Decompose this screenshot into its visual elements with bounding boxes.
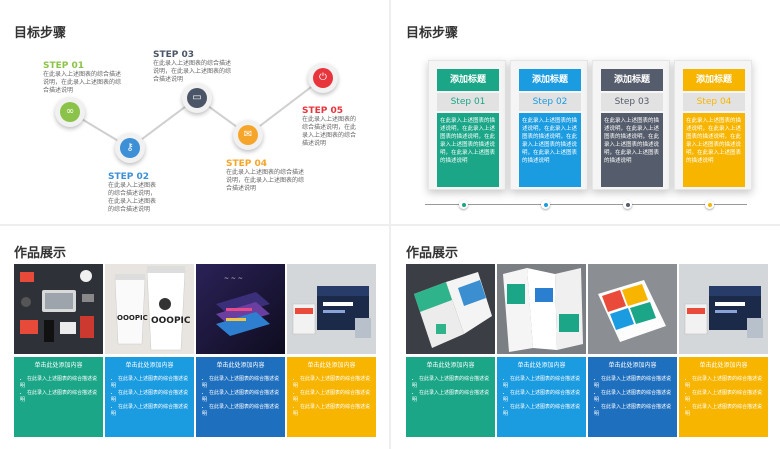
caption-body-04: 在此录入上述图表的综合描述说明 在此录入上述图表的综合描述说明 在此录入上述图表…: [287, 372, 376, 437]
caption-bullet: 在此录入上述图表的综合描述说明: [202, 376, 279, 390]
card-step: Step 03: [601, 93, 663, 111]
step-card-03[interactable]: 添加标题 Step 03 在此录入上述图表的描述说明，在此录入上述图表的描述说明…: [592, 60, 670, 190]
panel1-title: 目标步骤: [14, 26, 67, 41]
card-header: 添加标题: [519, 69, 581, 91]
caption-bullet: 在此录入上述图表的综合描述说明: [20, 390, 97, 404]
step-04-label: STEP 04: [226, 159, 268, 169]
caption-bullet: 在此录入上述图表的综合描述说明: [685, 390, 762, 404]
power-icon: ⏻: [313, 68, 333, 88]
timeline-dot-02: [541, 200, 550, 209]
card-step: Step 02: [519, 93, 581, 111]
step-03-desc: 在此录入上述图表的综合描述说明，在此录入上述图表的综合描述说明: [153, 60, 232, 83]
step-01-node[interactable]: ∞: [55, 97, 85, 127]
link-icon: ∞: [60, 102, 80, 122]
caption-bullet: 在此录入上述图表的综合描述说明: [293, 376, 370, 390]
caption-bar-02[interactable]: 单击此处添加内容: [497, 357, 586, 375]
caption-body-02: 在此录入上述图表的综合描述说明 在此录入上述图表的综合描述说明 在此录入上述图表…: [497, 372, 586, 437]
caption-bullet: 在此录入上述图表的综合描述说明: [685, 404, 762, 418]
caption-body-01: 在此录入上述图表的综合描述说明 在此录入上述图表的综合描述说明: [14, 372, 103, 437]
panel4-title: 作品展示: [406, 246, 459, 261]
caption-bullet: 在此录入上述图表的综合描述说明: [503, 376, 580, 390]
step-04-desc: 在此录入上述图表的综合描述说明，在此录入上述图表的综合描述说明: [226, 169, 305, 192]
brochure-image[interactable]: [406, 264, 495, 354]
flyer-image[interactable]: [588, 264, 677, 354]
caption-bullet: 在此录入上述图表的综合描述说明: [293, 390, 370, 404]
caption-bullet: 在此录入上述图表的综合描述说明: [685, 376, 762, 390]
caption-bar-04[interactable]: 单击此处添加内容: [287, 357, 376, 375]
card-step: Step 04: [683, 93, 745, 111]
step-card-04[interactable]: 添加标题 Step 04 在此录入上述图表的描述说明，在此录入上述图表的描述说明…: [674, 60, 752, 190]
caption-bar-03[interactable]: 单击此处添加内容: [196, 357, 285, 375]
caption-body-04: 在此录入上述图表的综合描述说明 在此录入上述图表的综合描述说明 在此录入上述图表…: [679, 372, 768, 437]
coffee-cups-image[interactable]: OOOPIC OOOPIC: [105, 264, 194, 354]
caption-body-03: 在此录入上述图表的综合描述说明 在此录入上述图表的综合描述说明 在此录入上述图表…: [588, 372, 677, 437]
timeline-dot-01: [459, 200, 468, 209]
caption-bullet: 在此录入上述图表的综合描述说明: [293, 404, 370, 418]
caption-bullet: 在此录入上述图表的综合描述说明: [111, 404, 188, 418]
cup-brand-small: OOOPIC: [117, 314, 148, 322]
caption-bullet: 在此录入上述图表的综合描述说明: [594, 390, 671, 404]
svg-text:~ ~ ~: ~ ~ ~: [224, 275, 243, 282]
step-05-label: STEP 05: [302, 106, 344, 116]
caption-body-02: 在此录入上述图表的综合描述说明 在此录入上述图表的综合描述说明 在此录入上述图表…: [105, 372, 194, 437]
card-body: 在此录入上述图表的描述说明，在此录入上述图表的描述说明，在此录入上述图表的描述说…: [437, 113, 499, 187]
caption-body-01: 在此录入上述图表的综合描述说明 在此录入上述图表的综合描述说明: [406, 372, 495, 437]
caption-bar-04[interactable]: 单击此处添加内容: [679, 357, 768, 375]
step-02-desc: 在此录入上述图表的综合描述说明，在此录入上述图表的综合描述说明: [108, 182, 157, 213]
caption-bar-01[interactable]: 单击此处添加内容: [406, 357, 495, 375]
step-04-node[interactable]: ✉: [233, 120, 263, 150]
panel3-title: 作品展示: [14, 246, 67, 261]
step-03-node[interactable]: ▭: [182, 83, 212, 113]
caption-bullet: 在此录入上述图表的综合描述说明: [202, 390, 279, 404]
caption-bullet: 在此录入上述图表的综合描述说明: [412, 376, 489, 390]
mail-icon: ✉: [238, 125, 258, 145]
caption-bar-02[interactable]: 单击此处添加内容: [105, 357, 194, 375]
cup-brand-large: OOOPIC: [151, 316, 191, 326]
caption-bullet: 在此录入上述图表的综合描述说明: [111, 390, 188, 404]
panel2-title: 目标步骤: [406, 26, 459, 41]
caption-bullet: 在此录入上述图表的综合描述说明: [111, 376, 188, 390]
caption-bullet: 在此录入上述图表的综合描述说明: [594, 404, 671, 418]
desk-flatlay-image[interactable]: [14, 264, 103, 354]
card-body: 在此录入上述图表的描述说明，在此录入上述图表的描述说明，在此录入上述图表的描述说…: [683, 113, 745, 187]
step-05-node[interactable]: ⏻: [308, 63, 338, 93]
step-card-02[interactable]: 添加标题 Step 02 在此录入上述图表的描述说明，在此录入上述图表的描述说明…: [510, 60, 588, 190]
caption-bullet: 在此录入上述图表的综合描述说明: [503, 404, 580, 418]
caption-bullet: 在此录入上述图表的综合描述说明: [202, 404, 279, 418]
caption-bullet: 在此录入上述图表的综合描述说明: [594, 376, 671, 390]
step-02-label: STEP 02: [108, 172, 150, 182]
caption-bar-03[interactable]: 单击此处添加内容: [588, 357, 677, 375]
caption-bullet: 在此录入上述图表的综合描述说明: [412, 390, 489, 404]
step-02-node[interactable]: ⚷: [115, 133, 145, 163]
trifold-image[interactable]: [497, 264, 586, 354]
card-header: 添加标题: [683, 69, 745, 91]
web-mockup-image[interactable]: [287, 264, 376, 354]
app-screens-image[interactable]: ~ ~ ~: [196, 264, 285, 354]
caption-bullet: 在此录入上述图表的综合描述说明: [503, 390, 580, 404]
web-mockup-image[interactable]: [679, 264, 768, 354]
horizontal-divider: [0, 224, 780, 226]
card-step: Step 01: [437, 93, 499, 111]
card-body: 在此录入上述图表的描述说明，在此录入上述图表的描述说明，在此录入上述图表的描述说…: [601, 113, 663, 187]
key-icon: ⚷: [120, 138, 140, 158]
caption-bar-01[interactable]: 单击此处添加内容: [14, 357, 103, 375]
caption-bullet: 在此录入上述图表的综合描述说明: [20, 376, 97, 390]
step-card-01[interactable]: 添加标题 Step 01 在此录入上述图表的描述说明，在此录入上述图表的描述说明…: [428, 60, 506, 190]
card-header: 添加标题: [601, 69, 663, 91]
timeline-dot-03: [623, 200, 632, 209]
timeline-line: [425, 204, 747, 205]
step-01-label: STEP 01: [43, 61, 85, 71]
step-03-label: STEP 03: [153, 50, 195, 60]
step-01-desc: 在此录入上述图表的综合描述说明，在此录入上述图表的综合描述说明: [43, 71, 122, 94]
card-body: 在此录入上述图表的描述说明，在此录入上述图表的描述说明，在此录入上述图表的描述说…: [519, 113, 581, 187]
caption-body-03: 在此录入上述图表的综合描述说明 在此录入上述图表的综合描述说明 在此录入上述图表…: [196, 372, 285, 437]
timeline-dot-04: [705, 200, 714, 209]
battery-icon: ▭: [187, 88, 207, 108]
step-05-desc: 在此录入上述图表的综合描述说明，在此录入上述图表的综合描述说明: [302, 116, 357, 147]
card-header: 添加标题: [437, 69, 499, 91]
